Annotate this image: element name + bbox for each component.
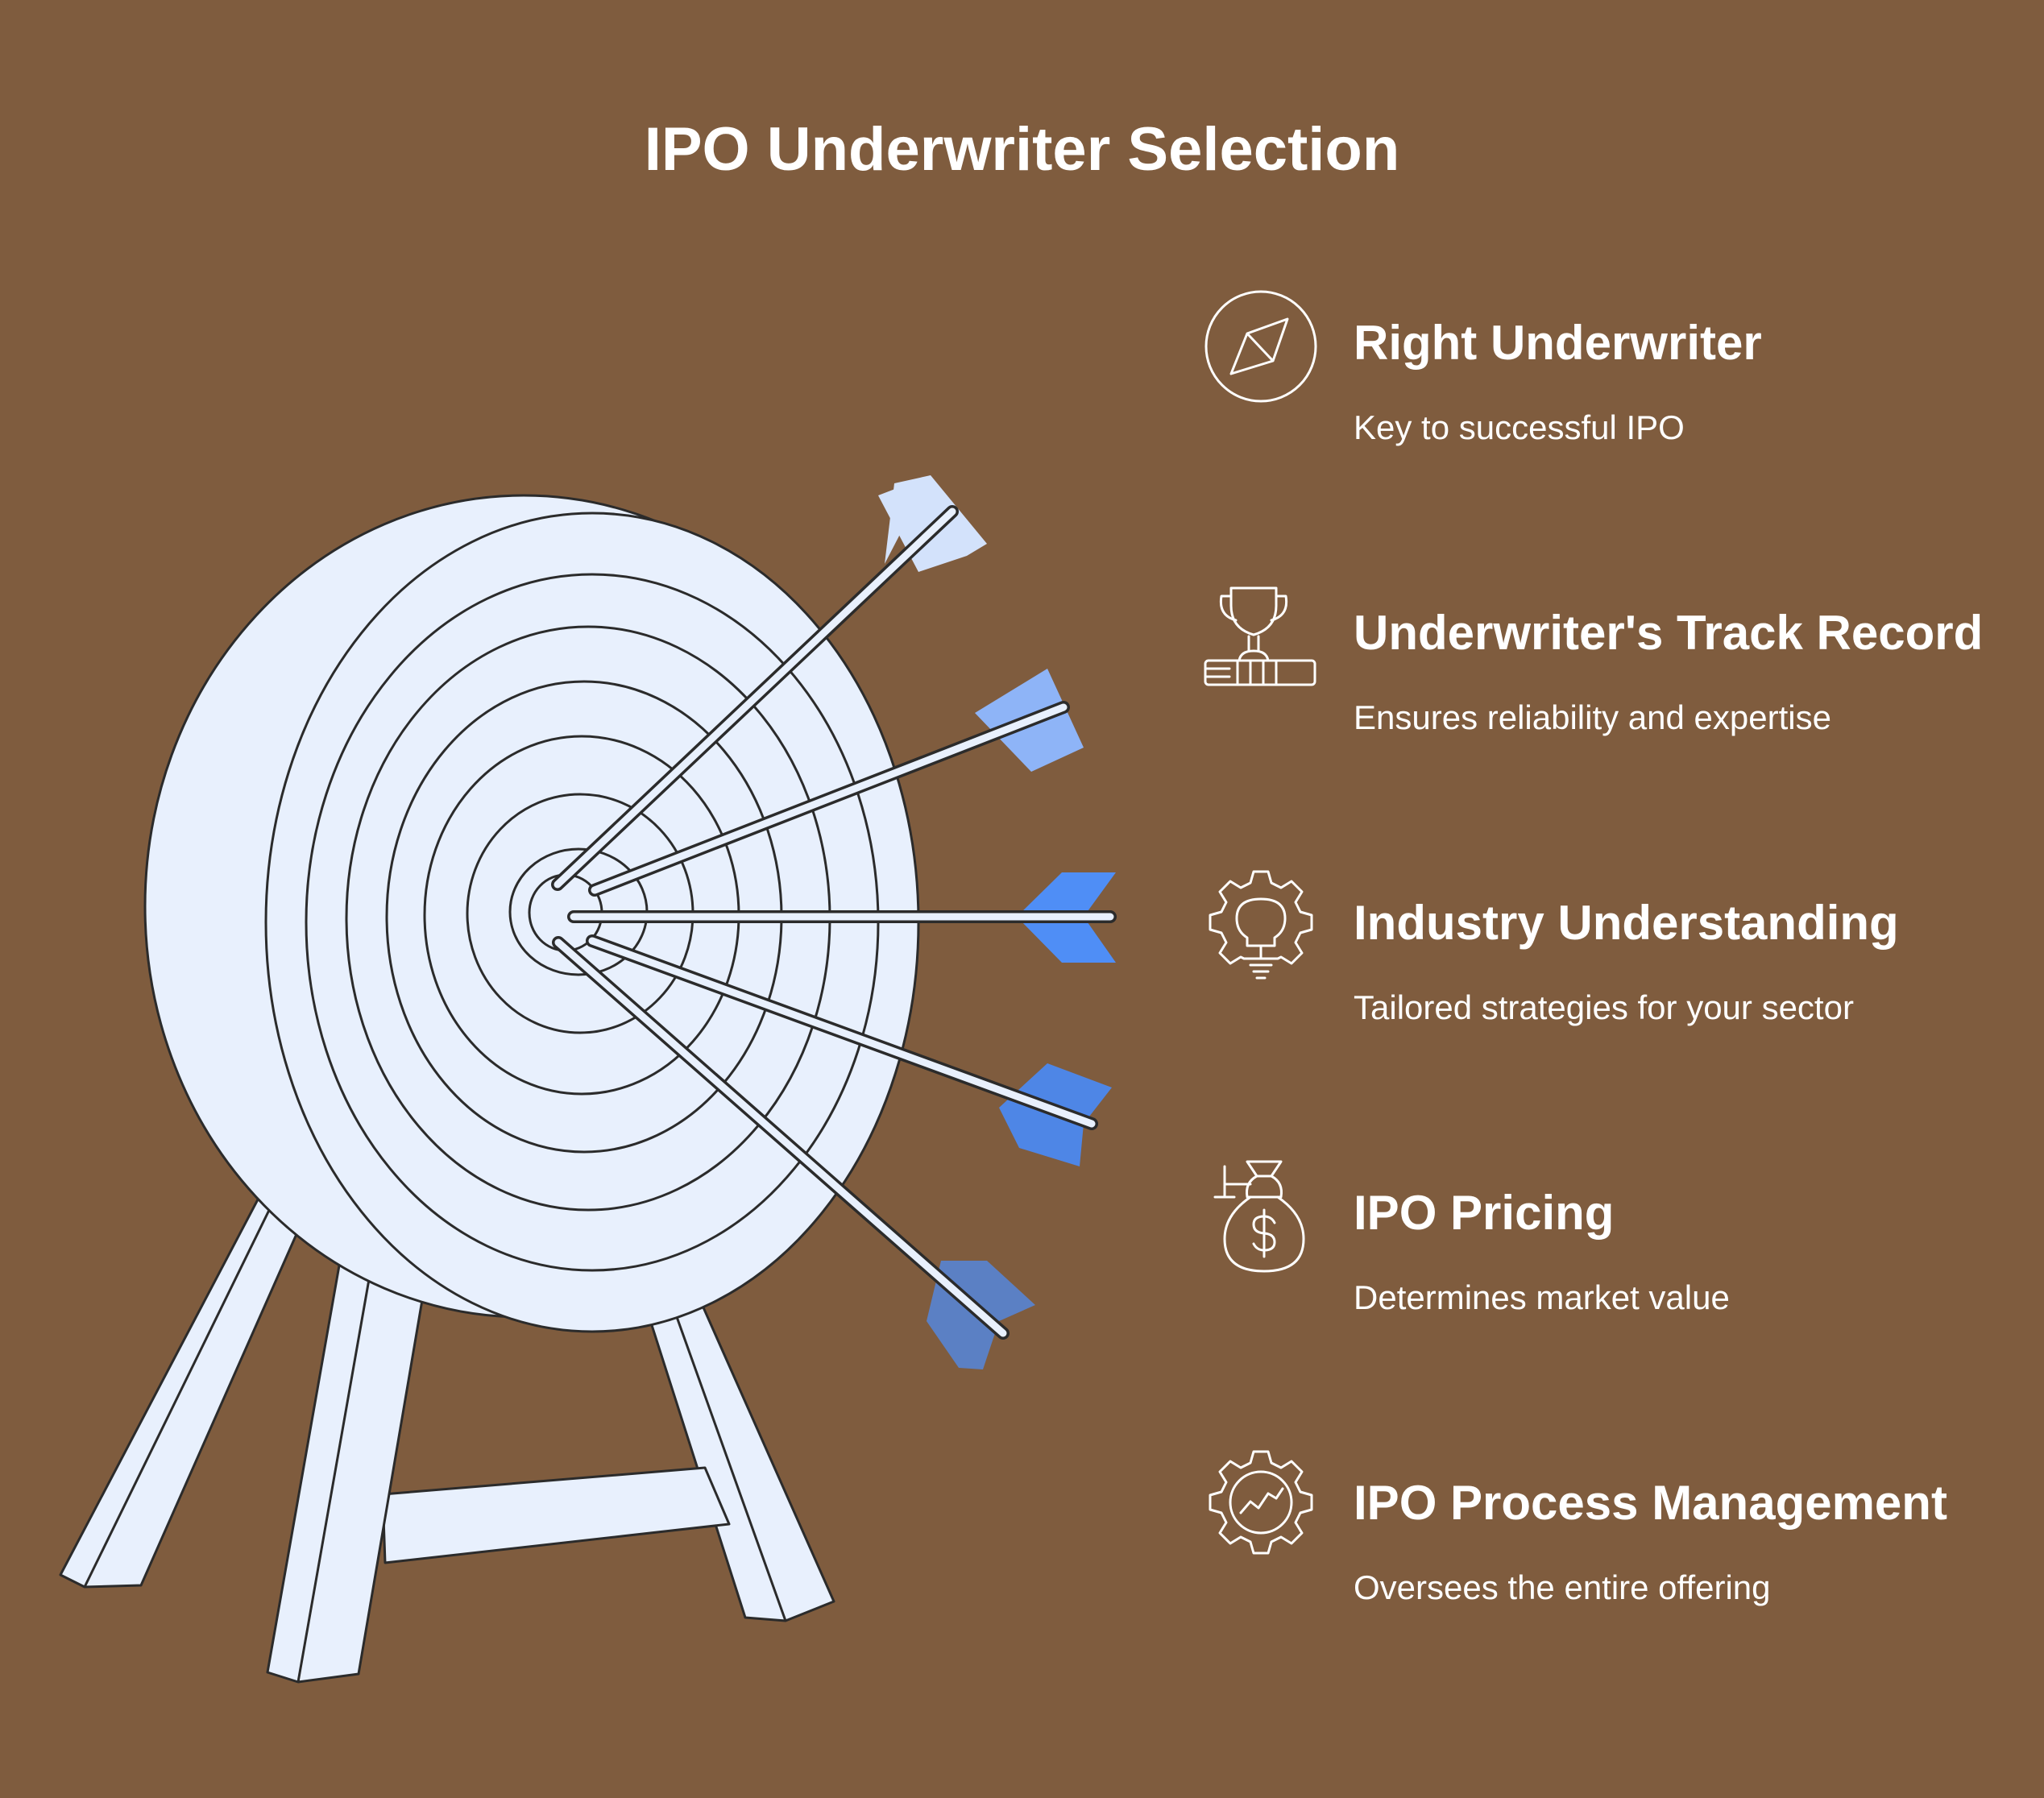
- item-description: Oversees the entire offering: [1354, 1568, 1771, 1606]
- page-title: IPO Underwriter Selection: [644, 115, 1400, 184]
- arrow-3: [567, 872, 1117, 963]
- item-right-underwriter: Right Underwriter Key to successful IPO: [1200, 288, 2022, 450]
- item-description: Tailored strategies for your sector: [1354, 988, 1854, 1026]
- item-title: Right Underwriter: [1354, 316, 1762, 370]
- arrow-5: [552, 936, 1035, 1369]
- item-description: Key to successful IPO: [1354, 408, 1685, 446]
- money-bag-icon: [1213, 1160, 1305, 1273]
- stand-crossbar: [381, 1466, 731, 1564]
- chart-gear-icon: [1209, 1450, 1313, 1555]
- trophy-icon: [1204, 586, 1316, 686]
- item-ipo-pricing: IPO Pricing Determines market value: [1200, 1158, 2022, 1320]
- arrow-1: [551, 475, 987, 891]
- arrow-2: [588, 669, 1084, 897]
- item-title: IPO Process Management: [1354, 1476, 1947, 1530]
- arrow-4: [586, 934, 1112, 1166]
- lightbulb-gear-icon: [1209, 870, 1313, 980]
- item-industry-understanding: Industry Understanding Tailored strategi…: [1200, 868, 2022, 1030]
- stand-leg-left: [59, 1183, 308, 1589]
- item-description: Ensures reliability and expertise: [1354, 698, 1831, 736]
- item-title: Industry Understanding: [1354, 896, 1899, 950]
- compass-icon: [1204, 290, 1317, 403]
- item-description: Determines market value: [1354, 1278, 1730, 1316]
- item-title: IPO Pricing: [1354, 1186, 1615, 1240]
- item-track-record: Underwriter's Track Record Ensures relia…: [1200, 578, 2022, 740]
- item-title: Underwriter's Track Record: [1354, 606, 1984, 660]
- item-ipo-process-management: IPO Process Management Oversees the enti…: [1200, 1448, 2022, 1610]
